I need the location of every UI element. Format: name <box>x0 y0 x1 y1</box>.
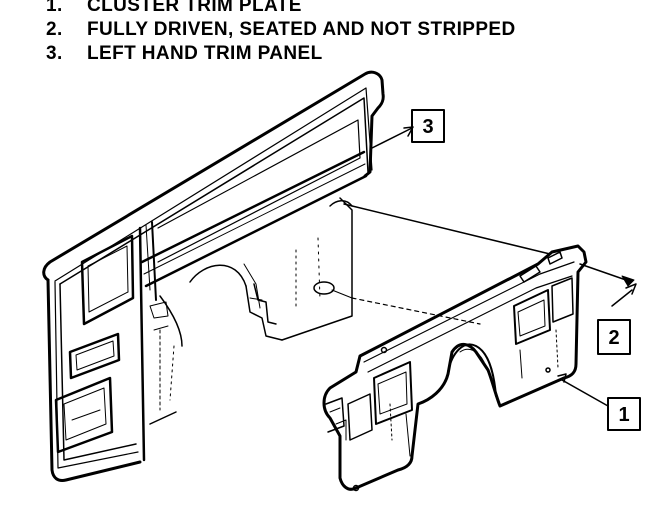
callout-1-number: 1 <box>618 404 629 426</box>
alignment-line <box>343 203 551 255</box>
legend-label: CLUSTER TRIM PLATE <box>87 0 302 16</box>
alignment-line-lower <box>351 297 481 325</box>
legend-label: LEFT HAND TRIM PANEL <box>87 43 323 64</box>
legend-item-3: 3. LEFT HAND TRIM PANEL <box>46 42 516 66</box>
screw-fasteners <box>579 263 637 307</box>
leader-line-1 <box>561 379 609 407</box>
legend-item-1: 1. CLUSTER TRIM PLATE <box>46 0 516 18</box>
legend-number: 2. <box>46 19 63 40</box>
callout-1 <box>607 397 641 431</box>
legend-number: 1. <box>46 0 63 16</box>
callout-2-number: 2 <box>608 327 619 349</box>
legend-label: FULLY DRIVEN, SEATED AND NOT STRIPPED <box>87 19 516 40</box>
legend-number: 3. <box>46 43 63 64</box>
legend-item-2: 2. FULLY DRIVEN, SEATED AND NOT STRIPPED <box>46 18 516 42</box>
callout-2 <box>597 319 631 355</box>
callout-3 <box>411 109 445 143</box>
parts-legend: 1. CLUSTER TRIM PLATE 2. FULLY DRIVEN, SEA… <box>46 0 516 66</box>
cluster-trim-plate <box>322 244 588 492</box>
left-hand-trim-panel <box>42 70 385 482</box>
callout-3-number: 3 <box>422 116 433 138</box>
leader-line-3 <box>371 127 413 149</box>
